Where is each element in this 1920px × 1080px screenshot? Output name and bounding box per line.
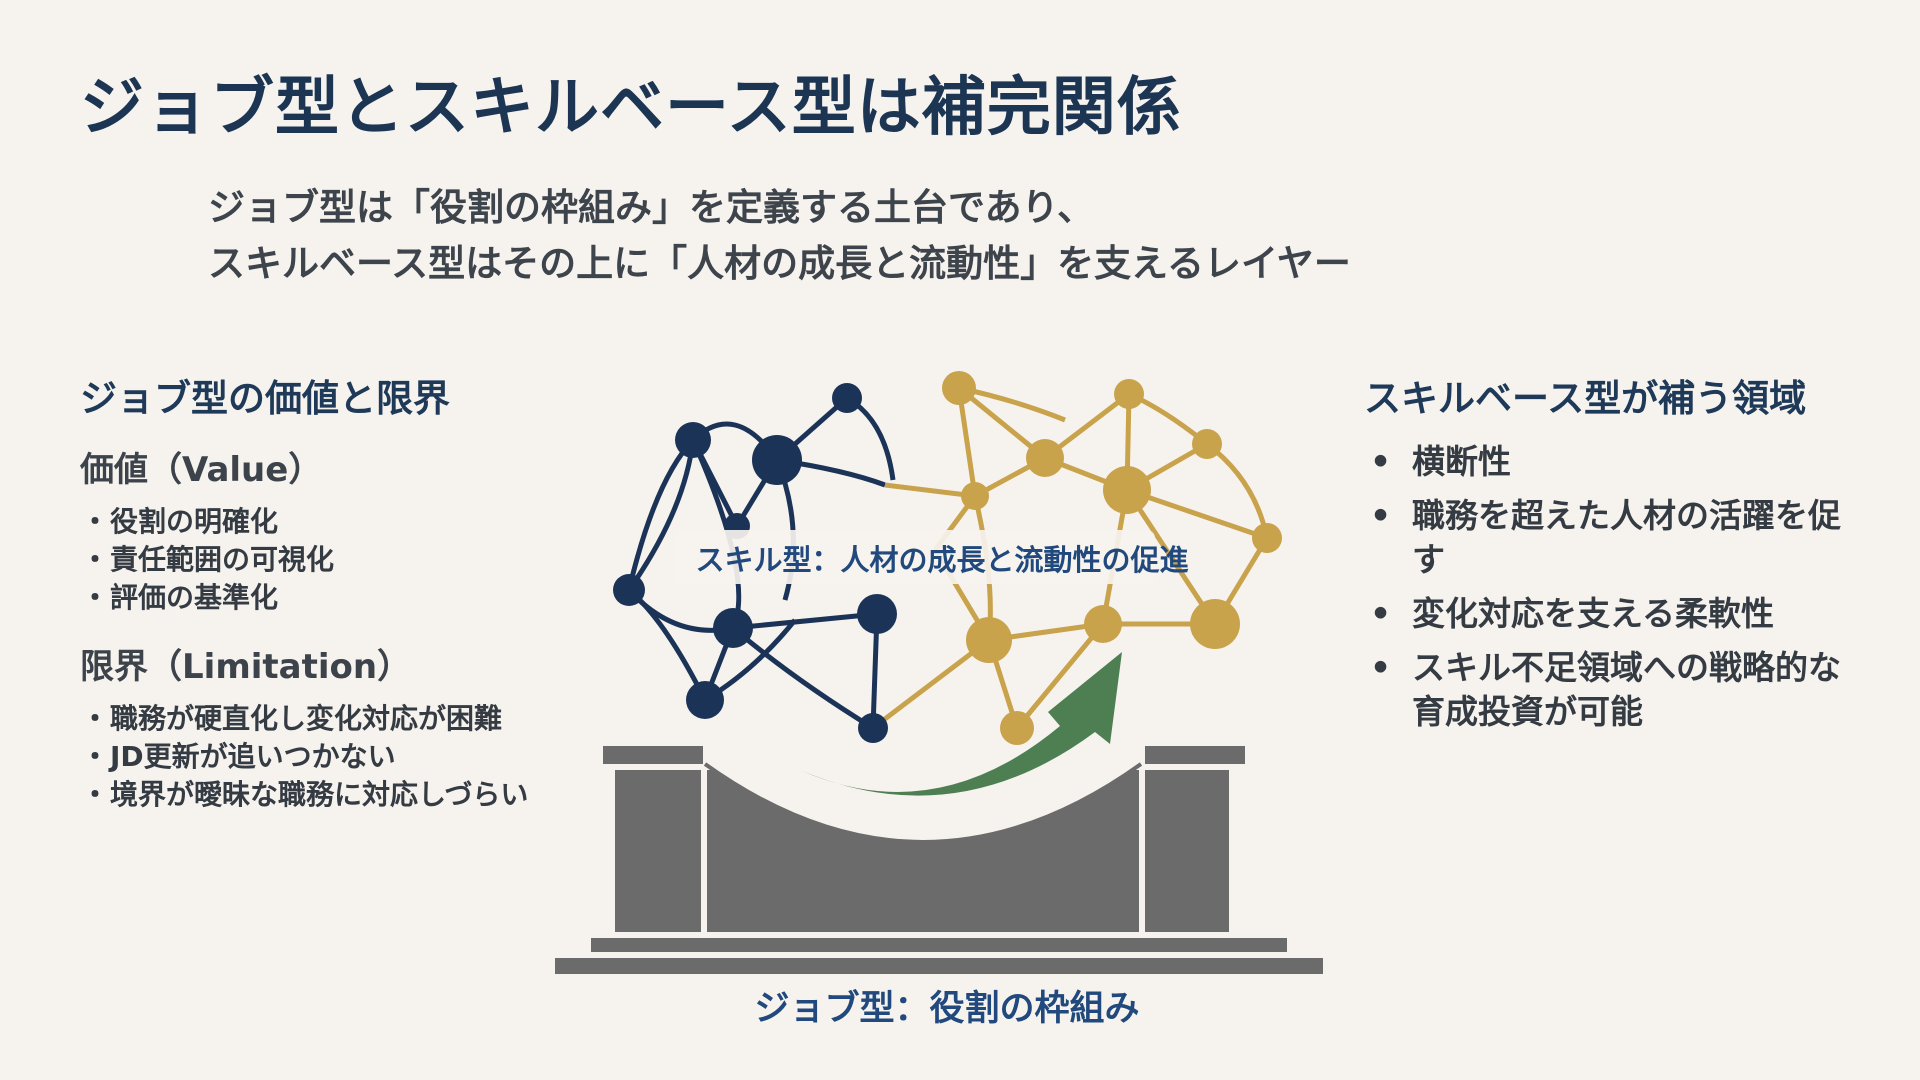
- navy-node: [857, 594, 897, 634]
- list-item: ・職務が硬直化し変化対応が困難: [80, 700, 600, 738]
- right-panel: スキルベース型が補う領域 •横断性 •職務を超えた人材の活躍を促す •変化対応を…: [1364, 368, 1864, 744]
- gold-node: [961, 482, 989, 510]
- navy-node: [686, 681, 724, 719]
- platform-left-gap: [701, 770, 707, 932]
- list-item: •スキル不足領域への戦略的な育成投資が可能: [1364, 646, 1864, 734]
- navy-node: [858, 713, 888, 743]
- list-item: ・境界が曖昧な職務に対応しづらい: [80, 776, 600, 814]
- page-title: ジョブ型とスキルベース型は補完関係: [80, 56, 1182, 148]
- gold-node: [966, 617, 1012, 663]
- list-item: •横断性: [1364, 440, 1864, 484]
- right-heading: スキルベース型が補う領域: [1364, 368, 1864, 422]
- gold-node: [1192, 429, 1222, 459]
- value-heading: 価値（Value）: [80, 442, 600, 491]
- navy-node: [713, 608, 753, 648]
- value-list: ・役割の明確化 ・責任範囲の可視化 ・評価の基準化: [80, 503, 600, 617]
- navy-node: [752, 435, 802, 485]
- list-item: ・役割の明確化: [80, 503, 600, 541]
- diagram-illustration: スキル型：人材の成長と流動性の促進 ジョブ型：役割の枠組み: [555, 360, 1335, 1040]
- gold-node: [1190, 599, 1240, 649]
- gold-node: [1103, 466, 1151, 514]
- subtitle-line-2: スキルベース型はその上に「人材の成長と流動性」を支えるレイヤー: [208, 236, 1351, 292]
- network-caption: スキル型：人材の成長と流動性の促進: [695, 543, 1188, 577]
- gold-node: [942, 371, 976, 405]
- gold-node: [1252, 523, 1282, 553]
- list-item: ・JD更新が追いつかない: [80, 738, 600, 776]
- left-heading: ジョブ型の価値と限界: [80, 368, 600, 422]
- gold-node: [1084, 605, 1122, 643]
- navy-node: [613, 574, 645, 606]
- platform-middle-step: [591, 938, 1287, 952]
- navy-node: [832, 383, 862, 413]
- gold-node: [1000, 711, 1034, 745]
- platform-right-gap: [1139, 770, 1145, 932]
- list-item: •職務を超えた人材の活躍を促す: [1364, 494, 1864, 582]
- platform-bottom-step: [555, 958, 1323, 974]
- right-list: •横断性 •職務を超えた人材の活躍を促す •変化対応を支える柔軟性 •スキル不足…: [1364, 440, 1864, 734]
- platform-right-cap: [1145, 746, 1245, 764]
- limit-list: ・職務が硬直化し変化対応が困難 ・JD更新が追いつかない ・境界が曖昧な職務に対…: [80, 700, 600, 814]
- list-item: ・評価の基準化: [80, 579, 600, 617]
- left-panel: ジョブ型の価値と限界 価値（Value） ・役割の明確化 ・責任範囲の可視化 ・…: [80, 368, 600, 836]
- subtitle: ジョブ型は「役割の枠組み」を定義する土台であり、 スキルベース型はその上に「人材…: [208, 180, 1351, 292]
- base-caption: ジョブ型：役割の枠組み: [754, 988, 1139, 1029]
- list-item: ・責任範囲の可視化: [80, 541, 600, 579]
- navy-node: [675, 422, 711, 458]
- list-item: •変化対応を支える柔軟性: [1364, 592, 1864, 636]
- subtitle-line-1: ジョブ型は「役割の枠組み」を定義する土台であり、: [208, 180, 1351, 236]
- limit-heading: 限界（Limitation）: [80, 639, 600, 688]
- platform-left-cap: [603, 746, 703, 764]
- gold-node: [1114, 379, 1144, 409]
- gold-node: [1026, 439, 1064, 477]
